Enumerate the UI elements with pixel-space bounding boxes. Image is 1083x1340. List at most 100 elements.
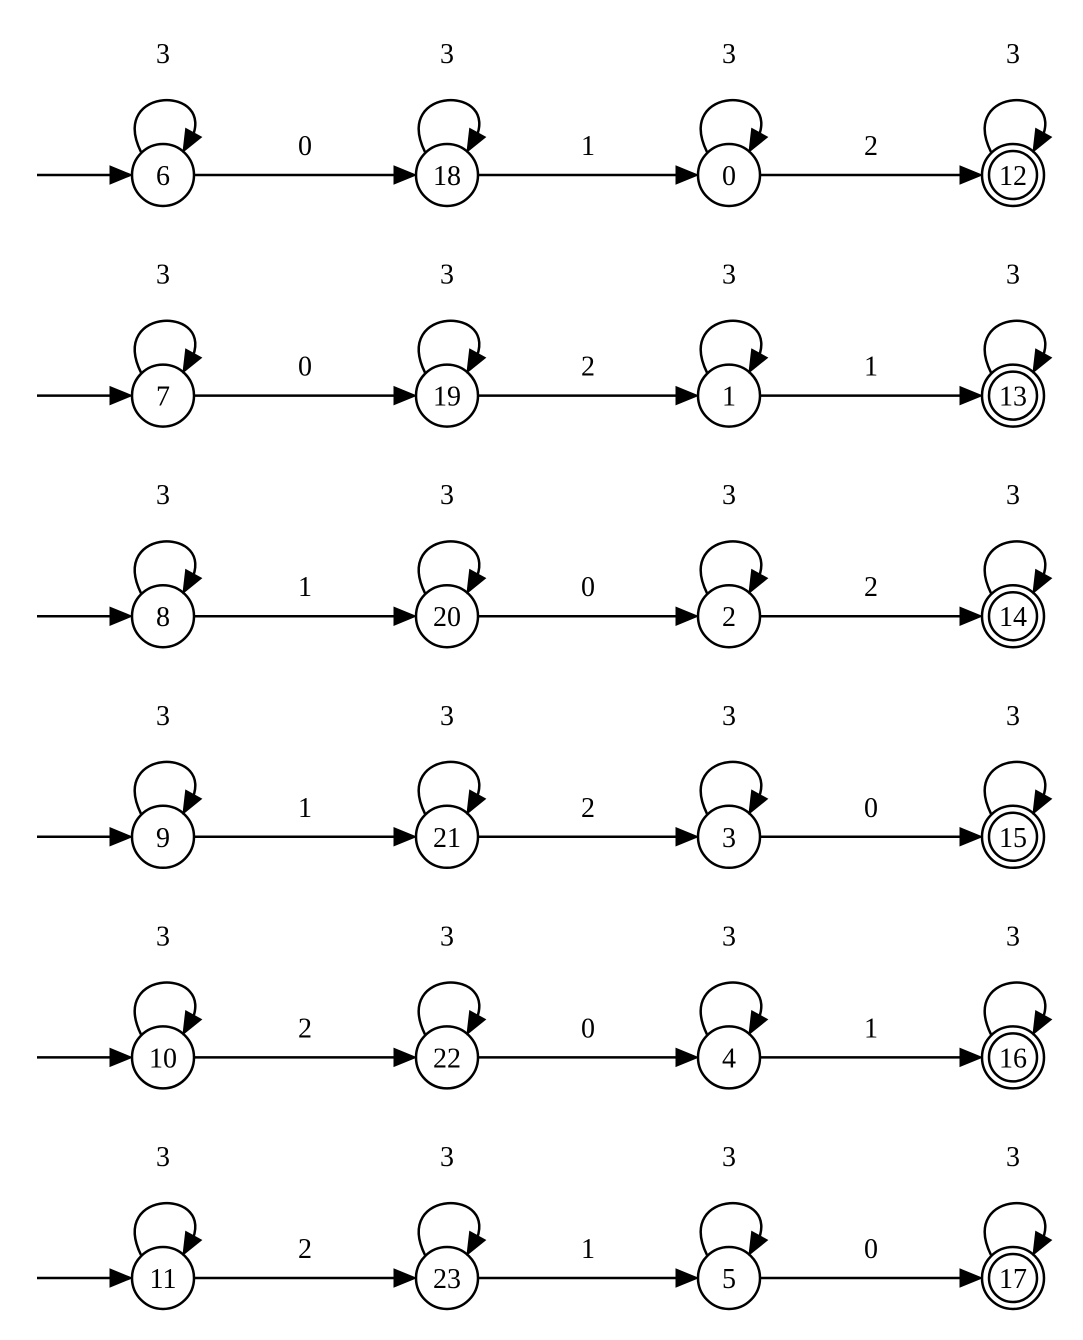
initial-arrowhead [109,165,134,185]
self-loop-edge [699,319,763,374]
state-label: 8 [156,602,170,633]
transition-label: 0 [864,793,878,824]
self-loop-edge [133,319,197,374]
self-loop-arrowhead [1032,1009,1053,1036]
state-label: 13 [999,382,1027,413]
self-loop-label: 3 [440,480,454,511]
self-loop-label: 3 [1006,260,1020,291]
self-loop-edge [699,99,763,153]
transition-label: 2 [298,1013,312,1044]
self-loop-arrowhead [182,568,203,595]
transition-arrowhead [959,165,984,185]
self-loop-label: 3 [722,260,736,291]
transition-label: 1 [864,352,878,383]
transition-label: 0 [581,572,595,603]
initial-arrowhead [109,1268,134,1288]
self-loop-arrowhead [748,1230,769,1257]
self-loop-arrowhead [1032,348,1053,374]
state-label: 4 [722,1043,736,1074]
transition-arrowhead [393,385,418,406]
self-loop-arrowhead [182,1230,203,1257]
self-loop-edge [983,760,1047,815]
transition-label: 2 [581,793,595,824]
self-loop-label: 3 [722,701,736,732]
self-loop-label: 3 [156,921,170,952]
initial-arrowhead [109,385,134,406]
transition-label: 2 [581,352,595,383]
transition-arrowhead [675,385,700,406]
self-loop-arrowhead [1032,1230,1053,1257]
self-loop-arrowhead [748,127,769,154]
self-loop-label: 3 [722,480,736,511]
state-label: 6 [156,161,170,192]
self-loop-edge [699,1202,763,1256]
state-label: 21 [433,823,461,854]
state-label: 0 [722,161,736,192]
self-loop-label: 3 [156,39,170,70]
state-label: 11 [150,1264,177,1295]
self-loop-edge [133,1202,197,1256]
self-loop-arrowhead [466,789,487,815]
accepting-state-inner-ring [987,1032,1039,1083]
self-loop-arrowhead [466,1230,487,1257]
self-loop-arrowhead [748,568,769,595]
initial-arrowhead [109,606,134,626]
self-loop-arrowhead [748,789,769,815]
self-loop-arrowhead [466,348,487,374]
self-loop-label: 3 [1006,1142,1020,1173]
transition-label: 0 [864,1234,878,1265]
state-label: 17 [999,1264,1027,1295]
self-loop-label: 3 [722,921,736,952]
self-loop-label: 3 [156,701,170,732]
self-loop-arrowhead [182,127,203,154]
self-loop-edge [983,99,1047,153]
transition-arrowhead [675,1047,700,1068]
self-loop-edge [417,99,481,153]
self-loop-arrowhead [466,568,487,595]
self-loop-arrowhead [466,127,487,154]
self-loop-label: 3 [1006,39,1020,70]
self-loop-label: 3 [440,701,454,732]
transition-arrowhead [393,606,418,626]
state-label: 7 [156,382,170,413]
self-loop-label: 3 [1006,480,1020,511]
self-loop-arrowhead [748,1009,769,1036]
transition-label: 1 [298,793,312,824]
self-loop-arrowhead [1032,789,1053,815]
state-label: 20 [433,602,461,633]
transition-label: 1 [298,572,312,603]
state-label: 10 [149,1043,177,1074]
self-loop-edge [417,1202,481,1256]
self-loop-label: 3 [722,1142,736,1173]
state-label: 12 [999,161,1027,192]
transition-label: 1 [581,1234,595,1265]
accepting-state-inner-ring [987,1252,1039,1304]
transition-arrowhead [393,1047,418,1068]
transition-arrowhead [675,827,700,847]
self-loop-arrowhead [1032,568,1053,595]
state-label: 14 [999,602,1027,633]
transition-label: 1 [864,1013,878,1044]
state-label: 3 [722,823,736,854]
state-label: 9 [156,823,170,854]
self-loop-edge [983,1202,1047,1256]
self-loop-label: 3 [440,1142,454,1173]
self-loop-arrowhead [466,1009,487,1036]
transition-arrowhead [393,165,418,185]
state-label: 22 [433,1043,461,1074]
transition-arrowhead [675,1268,700,1288]
self-loop-edge [983,540,1047,594]
self-loop-edge [133,99,197,153]
state-label: 16 [999,1043,1027,1074]
transition-arrowhead [959,1268,984,1288]
self-loop-label: 3 [156,1142,170,1173]
state-label: 23 [433,1264,461,1295]
self-loop-edge [133,540,197,594]
self-loop-edge [417,319,481,374]
self-loop-arrowhead [182,1009,203,1036]
